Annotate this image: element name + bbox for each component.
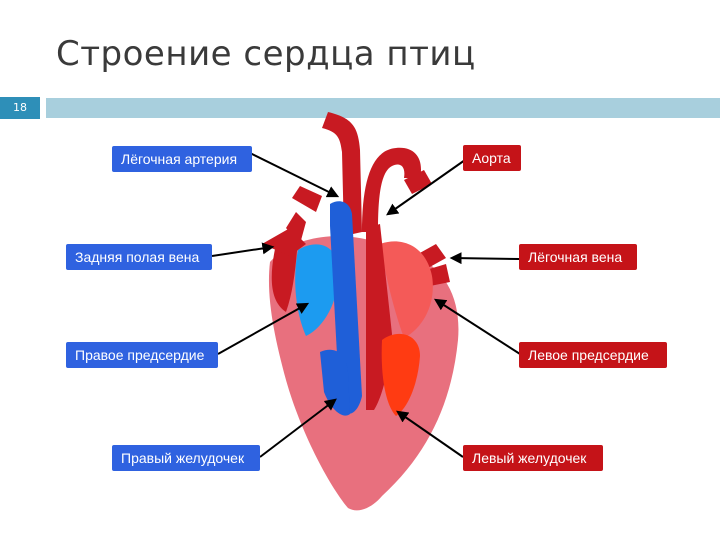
label-right-atrium: Правое предсердие xyxy=(66,342,218,368)
arrow-posterior-vena-cava xyxy=(211,242,275,257)
label-left-ventricle: Левый желудочек xyxy=(463,445,603,471)
arrow-aorta xyxy=(386,159,466,216)
label-right-ventricle: Правый желудочек xyxy=(112,445,260,471)
arrow-left-ventricle xyxy=(396,410,464,458)
arrow-right-atrium xyxy=(217,302,310,355)
posterior-vena-cava-top xyxy=(286,212,306,244)
label-left-atrium: Левое предсердие xyxy=(519,342,667,368)
arrow-pulmonary-vein xyxy=(449,252,520,265)
arrow-left-atrium xyxy=(433,298,521,355)
page-title: Строение сердца птиц xyxy=(56,34,476,74)
aorta-vessel xyxy=(322,112,362,236)
left-atrium-chamber xyxy=(380,241,433,338)
header-bar xyxy=(46,98,720,118)
left-ventricle-chamber xyxy=(381,333,420,416)
arrow-right-ventricle xyxy=(259,398,337,458)
label-pulmonary-artery: Лёгочная артерия xyxy=(112,146,252,172)
label-pulmonary-vein: Лёгочная вена xyxy=(519,244,637,270)
label-aorta: Аорта xyxy=(463,145,521,171)
aorta-branch-right xyxy=(404,170,432,194)
aorta-arch xyxy=(362,147,421,232)
arrow-pulmonary-artery xyxy=(249,152,340,198)
label-posterior-vena-cava: Задняя полая вена xyxy=(66,244,212,270)
posterior-vena-cava-vessel xyxy=(271,240,298,312)
aorta-branch-left xyxy=(292,186,322,212)
slide-number: 18 xyxy=(0,97,40,119)
